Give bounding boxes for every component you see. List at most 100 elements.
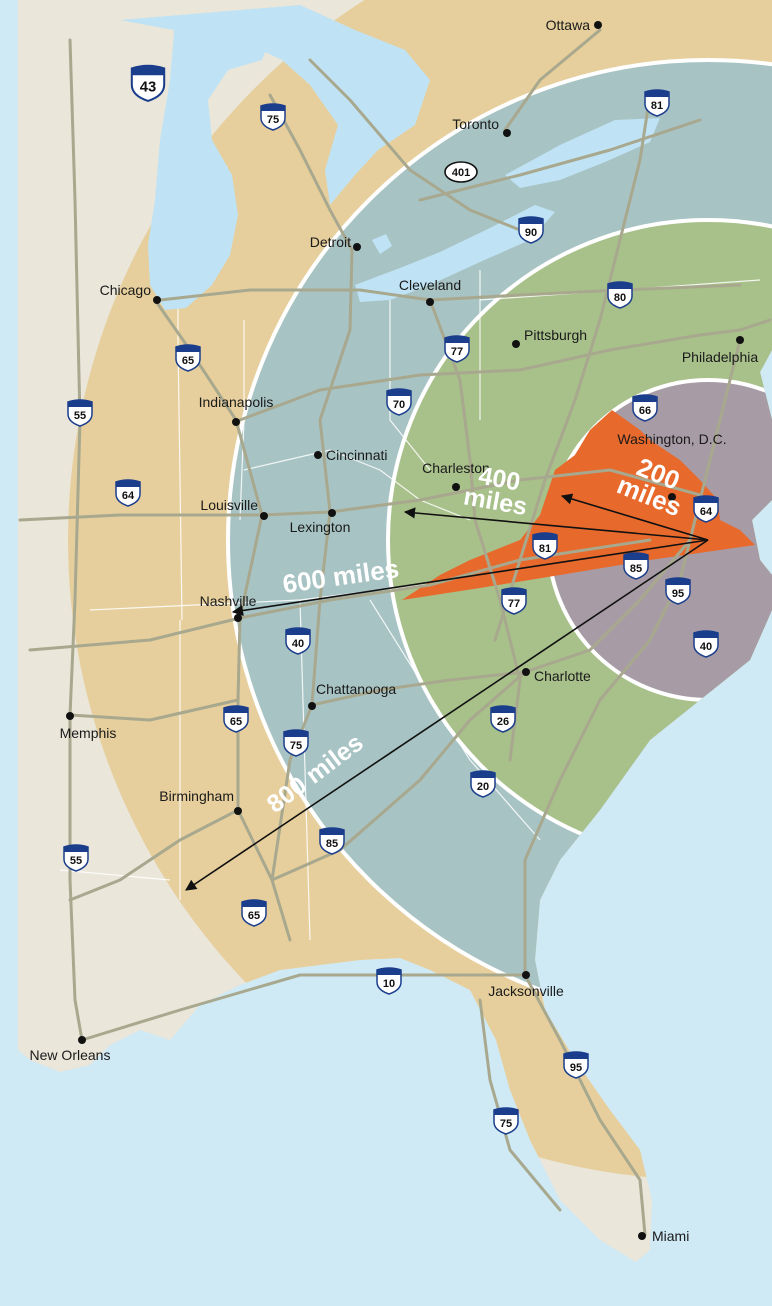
shield-band bbox=[284, 730, 308, 737]
city-label: Detroit bbox=[310, 234, 351, 250]
shield-number: 95 bbox=[672, 588, 684, 600]
city-dot bbox=[503, 129, 511, 137]
shield-80: 80 bbox=[607, 281, 633, 309]
shield-number: 85 bbox=[630, 563, 642, 575]
shield-band bbox=[471, 771, 495, 778]
city-label: Memphis bbox=[60, 725, 117, 741]
shield-40: 40 bbox=[285, 627, 311, 655]
city-label: Washington, D.C. bbox=[617, 431, 726, 447]
shield-number: 64 bbox=[122, 490, 135, 502]
city-indianapolis: Indianapolis bbox=[199, 394, 273, 426]
city-label: Toronto bbox=[452, 116, 499, 132]
shield-number: 40 bbox=[292, 638, 304, 650]
city-label: New Orleans bbox=[30, 1047, 111, 1063]
shield-number: 66 bbox=[639, 405, 651, 417]
shield-band bbox=[633, 395, 657, 402]
shield-number: 55 bbox=[74, 410, 86, 422]
distance-arrows bbox=[185, 493, 709, 891]
shield-band bbox=[64, 845, 88, 852]
great-lakes bbox=[120, 5, 660, 310]
shield-65: 65 bbox=[241, 899, 267, 927]
city-label: Charlotte bbox=[534, 668, 591, 684]
shield-number: 75 bbox=[290, 740, 302, 752]
shield-number: 43 bbox=[140, 79, 157, 95]
shield-band bbox=[387, 389, 411, 396]
shield-band bbox=[491, 706, 515, 713]
shield-401: 401 bbox=[444, 161, 478, 183]
shield-band bbox=[645, 90, 669, 97]
shield-55: 55 bbox=[67, 399, 93, 427]
lake-huron-superior bbox=[120, 5, 430, 205]
city-dot bbox=[522, 668, 530, 676]
shield-number: 75 bbox=[500, 1118, 512, 1130]
city-dot bbox=[234, 614, 242, 622]
shield-number: 75 bbox=[267, 114, 279, 126]
city-dot bbox=[452, 483, 460, 491]
shield-43: 43 bbox=[130, 64, 166, 102]
city-label: Chicago bbox=[100, 282, 152, 298]
shield-band bbox=[694, 496, 718, 503]
shield-number: 26 bbox=[497, 716, 509, 728]
shield-band bbox=[666, 578, 690, 585]
arrow-800-miles bbox=[185, 539, 709, 891]
city-nashville: Nashville bbox=[200, 593, 257, 622]
shield-70: 70 bbox=[386, 388, 412, 416]
city-label: Chattanooga bbox=[316, 681, 396, 697]
city-philadelphia: Philadelphia bbox=[682, 336, 758, 365]
city-cleveland: Cleveland bbox=[399, 277, 461, 306]
shield-band bbox=[624, 553, 648, 560]
shield-number: 81 bbox=[651, 100, 663, 112]
shield-band bbox=[608, 282, 632, 289]
arrow-600-miles bbox=[231, 539, 709, 617]
shield-number: 401 bbox=[452, 167, 470, 179]
oval-shield-icon bbox=[444, 161, 478, 183]
city-dot bbox=[594, 21, 602, 29]
shield-55: 55 bbox=[63, 844, 89, 872]
city-label: Miami bbox=[652, 1228, 689, 1244]
shield-band bbox=[224, 706, 248, 713]
shield-75: 75 bbox=[283, 729, 309, 757]
shield-number: 10 bbox=[383, 978, 395, 990]
city-dot bbox=[314, 451, 322, 459]
shield-number: 80 bbox=[614, 292, 626, 304]
shield-10: 10 bbox=[376, 967, 402, 995]
shield-81: 81 bbox=[644, 89, 670, 117]
city-detroit: Detroit bbox=[310, 234, 361, 251]
city-label: Birmingham bbox=[159, 788, 234, 804]
city-lexington: Lexington bbox=[290, 509, 350, 535]
shield-number: 85 bbox=[326, 838, 338, 850]
shield-number: 70 bbox=[393, 399, 405, 411]
city-label: Louisville bbox=[200, 497, 258, 513]
shield-number: 77 bbox=[508, 598, 520, 610]
city-dot bbox=[153, 296, 161, 304]
city-dot bbox=[353, 243, 361, 251]
shield-band bbox=[519, 217, 543, 224]
shield-band bbox=[320, 828, 344, 835]
shield-band bbox=[242, 900, 266, 907]
shield-number: 77 bbox=[451, 346, 463, 358]
shield-band bbox=[131, 65, 165, 76]
shield-number: 90 bbox=[525, 227, 537, 239]
city-toronto: Toronto bbox=[452, 116, 511, 137]
city-louisville: Louisville bbox=[200, 497, 268, 520]
shield-band bbox=[176, 345, 200, 352]
city-dot bbox=[426, 298, 434, 306]
shield-85: 85 bbox=[623, 552, 649, 580]
shield-band bbox=[116, 480, 140, 487]
shield-band bbox=[68, 400, 92, 407]
shield-66: 66 bbox=[632, 394, 658, 422]
shield-90: 90 bbox=[518, 216, 544, 244]
city-label: Cleveland bbox=[399, 277, 461, 293]
city-miami: Miami bbox=[638, 1228, 689, 1244]
shield-77: 77 bbox=[501, 587, 527, 615]
city-new-orleans: New Orleans bbox=[30, 1036, 111, 1063]
shield-65: 65 bbox=[223, 705, 249, 733]
city-jacksonville: Jacksonville bbox=[488, 971, 564, 999]
city-chattanooga: Chattanooga bbox=[308, 681, 396, 710]
city-memphis: Memphis bbox=[60, 712, 117, 741]
city-pittsburgh: Pittsburgh bbox=[512, 327, 587, 348]
shield-band bbox=[502, 588, 526, 595]
city-dot bbox=[638, 1232, 646, 1240]
